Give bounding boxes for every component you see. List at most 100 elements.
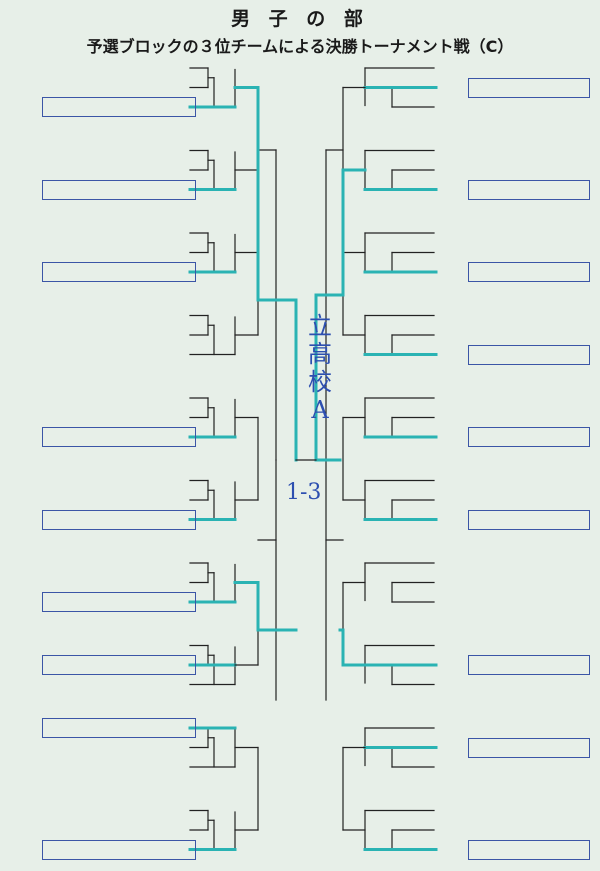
team-number [440,801,462,821]
team-number [440,718,462,738]
team-name [468,344,590,365]
team-number [440,408,462,428]
team-number [166,160,188,180]
team-number [440,223,462,243]
team-name [468,509,590,530]
match-number [420,655,436,675]
team-number [440,840,462,860]
team-name [468,490,590,510]
team-number [166,180,188,200]
match-number [407,204,425,224]
team-number [440,427,462,447]
team-name [42,427,196,447]
team-number [166,262,188,282]
match-number [362,288,380,308]
team-name [468,223,590,243]
match-number [282,622,300,642]
team-name [468,262,590,282]
team-name [42,655,196,675]
team-number [166,675,188,695]
team-name [468,306,590,326]
team-number [166,223,188,243]
team-number [440,345,462,365]
team-number [440,388,462,408]
team-number [440,592,462,612]
team-number [440,78,462,98]
team-number [166,718,188,738]
team-name [468,839,590,860]
team-number [440,636,462,656]
team-number [440,325,462,345]
team-number [166,840,188,860]
team-name [468,737,590,758]
team-name [468,77,590,98]
match-number [238,787,256,807]
team-number [440,97,462,117]
team-number [166,820,188,840]
team-name [42,97,196,117]
team-name [468,427,590,447]
team-name [468,553,590,573]
match-number [206,738,222,758]
match-number [206,78,222,98]
match-number [420,408,436,428]
team-number [440,510,462,530]
team-name [468,718,590,738]
team-name [468,801,590,821]
team-name [42,179,196,200]
team-name [468,58,590,78]
match-number [420,78,436,98]
match-number [217,202,235,222]
team-number [166,141,188,161]
team-name [468,388,590,408]
team-name [468,757,590,777]
team-number [166,97,188,117]
team-number [166,573,188,593]
team-name [42,718,196,738]
team-number [440,58,462,78]
team-name [468,160,590,180]
match-number [206,408,222,428]
team-number [440,306,462,326]
match-number [281,453,299,473]
match-number [206,573,222,593]
match-number [420,738,436,758]
match-number [386,538,404,558]
match-number [206,160,222,180]
match-number [206,820,222,840]
match-number [206,243,222,263]
match-number [238,538,256,558]
team-number [166,636,188,656]
team-number [440,160,462,180]
team-number [166,325,188,345]
match-number [238,370,256,390]
team-name [468,471,590,491]
match-number [362,622,380,642]
team-number [166,471,188,491]
team-name [42,509,196,530]
final-score-handwritten: 1-3 [286,480,322,505]
team-name [468,573,590,593]
match-number [386,787,404,807]
team-number [166,306,188,326]
team-number [166,510,188,530]
team-name [468,141,590,161]
page-title: 男 子 の 部 [231,8,369,30]
team-name [42,592,196,612]
team-name [468,636,590,656]
team-number [166,78,188,98]
match-number [206,490,222,510]
match-number [217,695,235,715]
team-number [440,141,462,161]
team-number [166,490,188,510]
team-number [440,471,462,491]
team-number [440,738,462,758]
team-number [166,553,188,573]
team-number [166,655,188,675]
team-number [166,388,188,408]
page-subtitle: 予選ブロックの３位チームによる決勝トーナメント戦（C） [86,37,514,56]
match-number [420,243,436,263]
team-number [440,655,462,675]
team-name [468,675,590,695]
